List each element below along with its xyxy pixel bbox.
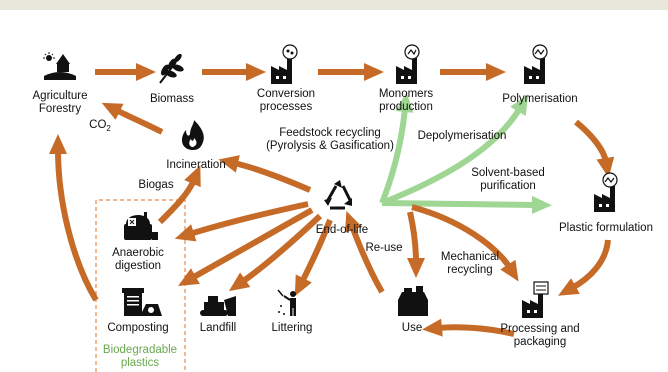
- flow-arrows: [49, 63, 615, 337]
- label-feedstock-1: Feedstock recycling: [279, 127, 381, 139]
- bulldozer-icon: [200, 296, 236, 316]
- label-monomers-2: production: [379, 101, 433, 113]
- label-forestry: Forestry: [39, 103, 81, 115]
- biodegradable-box: [95, 199, 186, 372]
- arrow-end-of-life-incineration: [218, 155, 312, 193]
- label-plastic-formulation: Plastic formulation: [559, 222, 653, 234]
- arrow-composting-agriculture: [49, 134, 99, 302]
- label-depolymerisation: Depolymerisation: [418, 130, 507, 142]
- node-labels: Agriculture Forestry Biomass Conversion …: [33, 88, 653, 369]
- farm-icon: [43, 52, 76, 80]
- shopping-bag-icon: [398, 286, 428, 316]
- compost-bin-icon: [122, 288, 162, 316]
- label-use: Use: [402, 322, 422, 334]
- arrow-formulation-processing: [558, 239, 611, 296]
- label-littering: Littering: [272, 322, 313, 334]
- label-conversion-2: processes: [260, 101, 313, 113]
- arrow-anaerobic-incineration: [157, 165, 201, 225]
- label-anaerobic-2: digestion: [115, 260, 161, 272]
- arrow-mechanical-recycling: [411, 204, 519, 282]
- recycle-icon: [324, 180, 352, 210]
- flame-icon: [181, 120, 204, 150]
- factory-icon: [271, 44, 298, 84]
- label-solvent-2: purification: [480, 180, 536, 192]
- label-composting: Composting: [107, 322, 168, 334]
- arrow-end-of-life-littering: [294, 218, 333, 297]
- littering-person-icon: [277, 289, 296, 316]
- label-co2: CO2: [89, 119, 111, 133]
- biogas-tank-icon: [124, 212, 158, 240]
- label-end-of-life: End-of-life: [316, 224, 368, 236]
- label-agriculture: Agriculture: [33, 90, 88, 102]
- label-mechanical-2: recycling: [447, 264, 492, 276]
- label-biomass: Biomass: [150, 93, 194, 105]
- arrow-depolymerisation: [380, 94, 529, 206]
- label-solvent-1: Solvent-based: [471, 167, 545, 179]
- arrow-end-of-life-landfill: [228, 213, 323, 292]
- arrow-reuse: [406, 211, 425, 278]
- label-conversion-1: Conversion: [257, 88, 315, 100]
- arrow-feedstock-recycling: [379, 92, 414, 205]
- arrow-end-of-life-composting: [178, 207, 314, 286]
- label-landfill: Landfill: [200, 322, 236, 334]
- arrow-incineration-co2: [101, 102, 164, 135]
- leaf-icon: [159, 53, 184, 84]
- label-biogas: Biogas: [138, 179, 173, 191]
- factory-icon: [524, 44, 548, 84]
- factory-icon: [594, 172, 618, 212]
- label-processing-2: packaging: [514, 336, 566, 348]
- label-mechanical-1: Mechanical: [441, 251, 499, 263]
- arrow-polymerisation-formulation: [574, 119, 615, 178]
- label-processing-1: Processing and: [500, 323, 579, 335]
- factory-icon: [396, 44, 420, 84]
- label-biodegradable-1: Biodegradable: [103, 344, 177, 356]
- label-polymerisation: Polymerisation: [502, 93, 577, 105]
- recycling-arrows: [379, 92, 552, 214]
- top-bar: [0, 0, 668, 10]
- label-anaerobic-1: Anaerobic: [112, 247, 164, 259]
- label-feedstock-2: (Pyrolysis & Gasification): [266, 140, 394, 152]
- arrow-use-end-of-life: [344, 211, 385, 294]
- label-incineration: Incineration: [166, 159, 225, 171]
- label-reuse: Re-use: [365, 242, 402, 254]
- arrow-processing-use: [422, 318, 515, 337]
- arrow-solvent-purification: [381, 195, 552, 214]
- label-biodegradable-2: plastics: [121, 357, 160, 369]
- factory-icon: [522, 281, 549, 318]
- arrow-end-of-life-anaerobic: [174, 201, 309, 242]
- label-monomers-1: Monomers: [379, 88, 434, 100]
